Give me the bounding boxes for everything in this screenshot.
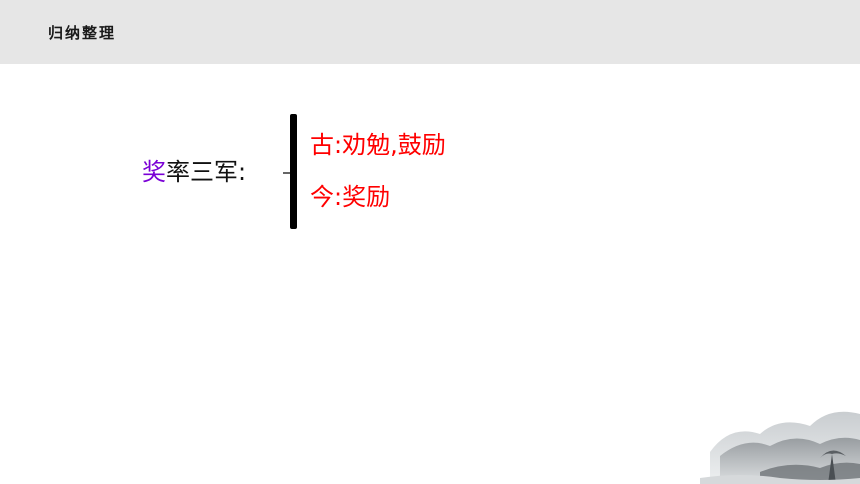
brace-bar — [290, 114, 297, 229]
header-title: 归纳整理 — [48, 24, 117, 42]
term-highlight-char: 奖 — [142, 158, 166, 186]
header-bar: 归纳整理 — [0, 0, 860, 64]
term-rest: 率三军: — [166, 158, 247, 186]
ink-landscape-icon — [700, 411, 860, 484]
meaning-modern: 今:奖励 — [310, 183, 391, 211]
term: 奖率三军: — [142, 154, 246, 190]
brace-connector — [283, 172, 292, 174]
meaning-ancient: 古:劝勉,鼓励 — [310, 131, 446, 159]
